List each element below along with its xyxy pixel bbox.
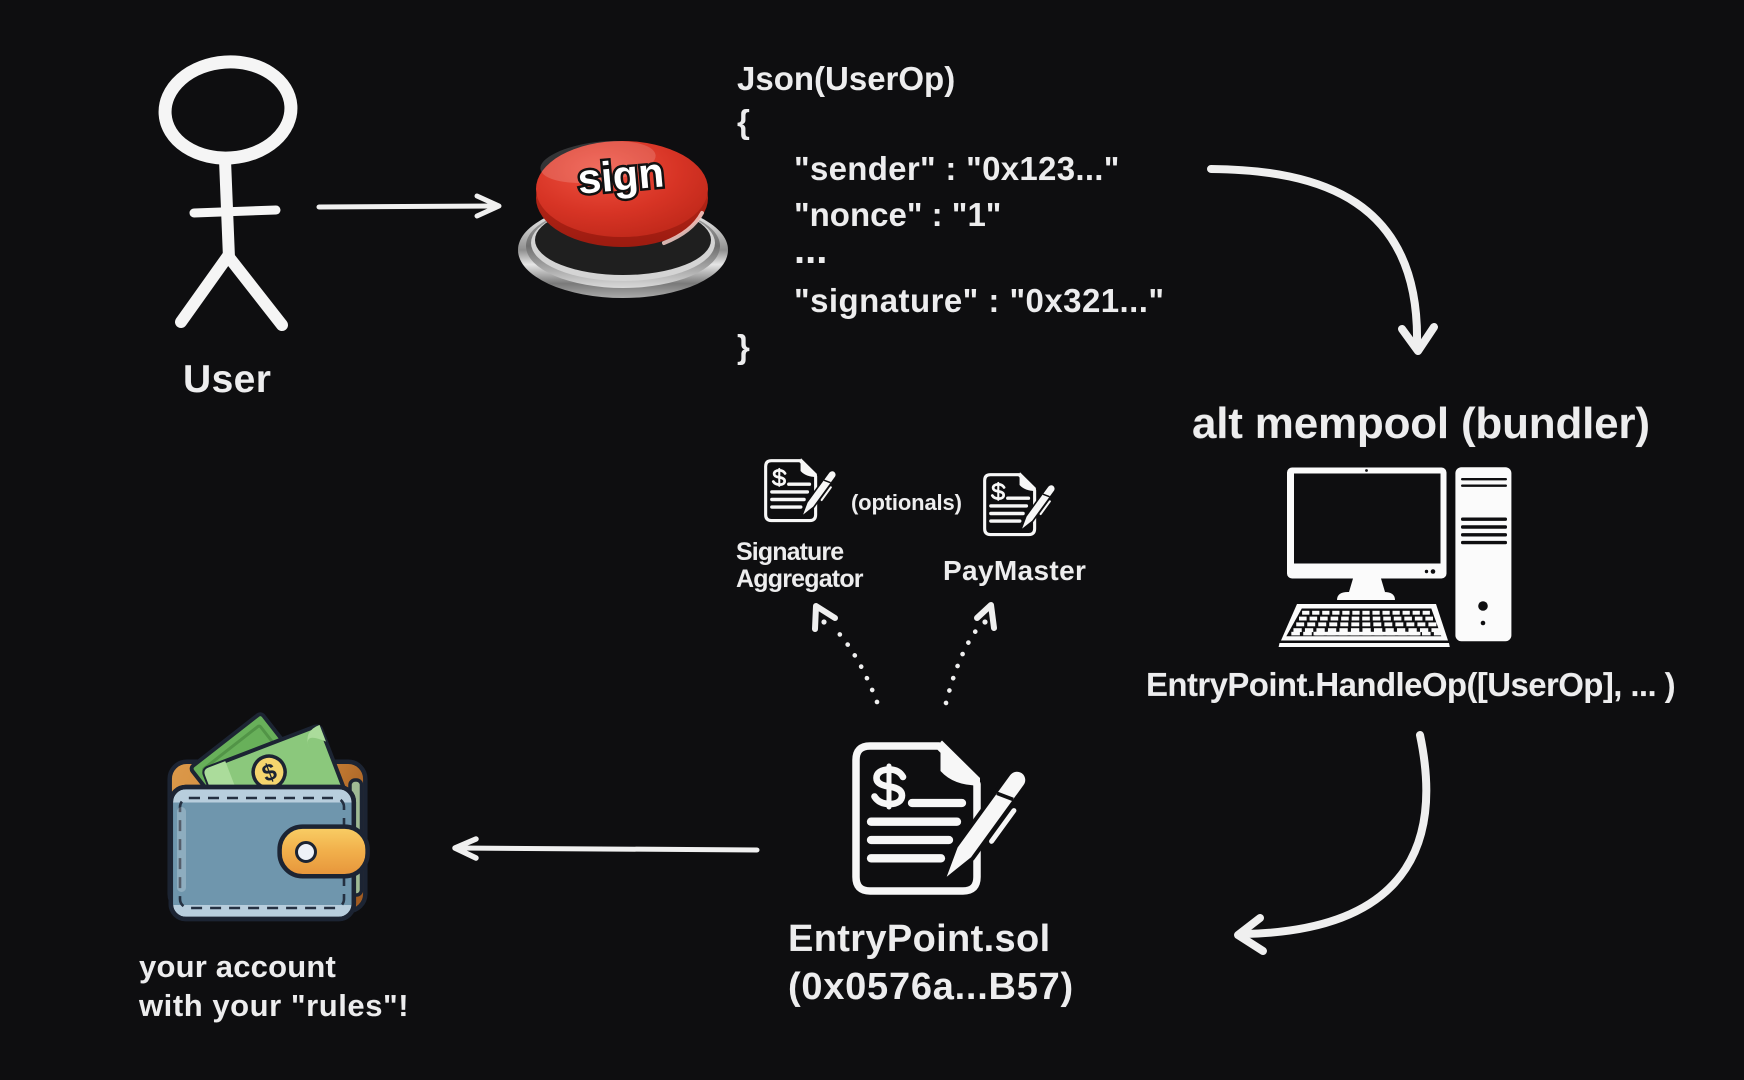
svg-text:sign: sign	[576, 148, 666, 202]
